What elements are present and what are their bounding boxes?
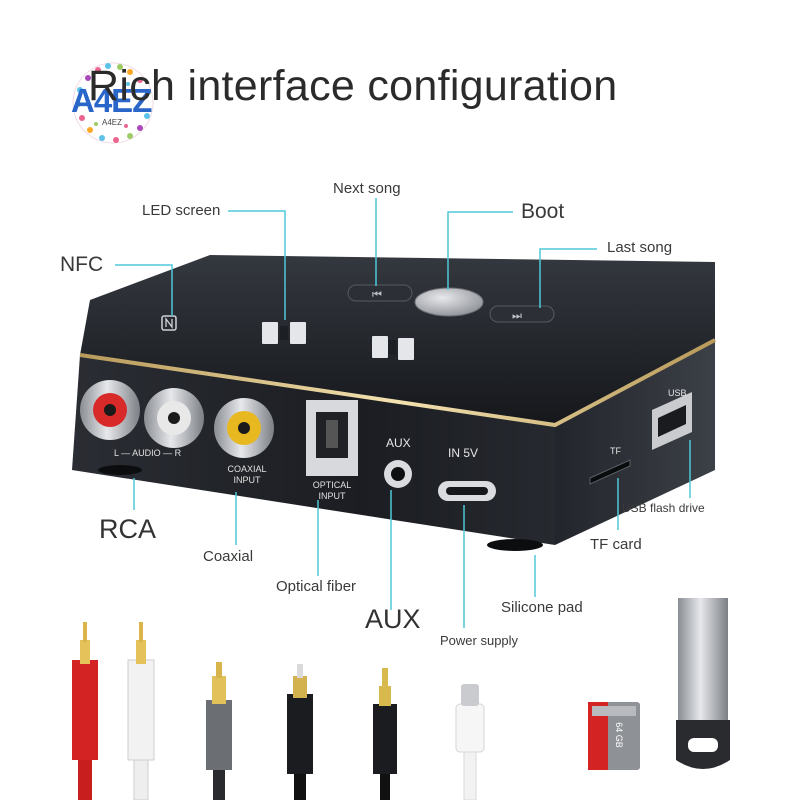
boot-label: Boot: [521, 200, 565, 223]
in5v-port-label: IN 5V: [448, 446, 479, 460]
optical-input-label: OPTICAL INPUT: [312, 480, 352, 501]
led-screen-label: LED screen: [142, 202, 221, 219]
coaxial-port: [214, 398, 274, 458]
audio-port-label: L — AUDIO — R: [114, 448, 182, 458]
device-top-face: [80, 255, 715, 425]
next-song-button[interactable]: [347, 284, 413, 302]
silicone-pad: [98, 465, 142, 475]
last-song-label: Last song: [607, 239, 673, 256]
aux-port: [384, 460, 412, 488]
usb-port-label: USB: [668, 388, 687, 398]
tf-slot-label: TF: [610, 446, 621, 456]
usb-flash-drive-label: USB flash drive: [622, 501, 705, 515]
page-title: Rich interface configuration: [88, 62, 618, 110]
optical-fiber-label: Optical fiber: [276, 578, 357, 595]
logo-wordmark: A4EZ: [71, 82, 152, 119]
optical-port: [306, 400, 358, 476]
coaxial-input-label: COAXIAL INPUT: [227, 464, 267, 485]
last-song-button[interactable]: [489, 305, 555, 323]
logo-dots: [72, 62, 154, 144]
rca-label: RCA: [99, 514, 157, 544]
coaxial-cable: [206, 662, 232, 800]
rca-cable: [72, 622, 155, 800]
boot-button[interactable]: [414, 287, 484, 317]
bluetooth-receiver-device: ⏮ ⏭: [72, 255, 716, 551]
nfc-label: NFC: [60, 253, 104, 276]
next-track-icon: ⏮: [372, 288, 382, 301]
optical-cable: [287, 664, 313, 800]
nfc-icon: [161, 315, 177, 331]
coaxial-label: Coaxial: [203, 548, 254, 565]
tf-card-label: TF card: [590, 536, 642, 553]
aux-port-label: AUX: [386, 436, 411, 450]
usb-flash-drive: [676, 598, 730, 769]
next-song-label: Next song: [333, 180, 401, 197]
tf-card-capacity: 64 GB: [613, 722, 624, 748]
power-supply-label: Power supply: [440, 633, 519, 648]
brand-logo: A4EZ A4EZ: [68, 58, 158, 148]
silicone-pad: [487, 539, 543, 551]
nfc-glyph: [165, 317, 173, 329]
callout-lines: [115, 198, 691, 628]
usb-c-cable: [455, 684, 485, 800]
led-screen: [262, 322, 414, 360]
aux-label: AUX: [365, 604, 421, 634]
tf-card: [588, 702, 640, 770]
aux-cable: [373, 668, 397, 800]
rca-audio-ports: [80, 380, 204, 448]
previous-track-icon: ⏭: [512, 309, 522, 322]
usb-c-port: [438, 481, 496, 501]
usb-a-port: [652, 392, 692, 450]
gold-trim: [79, 338, 716, 428]
tf-card-slot: [589, 459, 631, 485]
device-side-face: [555, 340, 715, 545]
logo-subtext: A4EZ: [102, 118, 123, 127]
silicone-pad-label: Silicone pad: [501, 599, 583, 616]
